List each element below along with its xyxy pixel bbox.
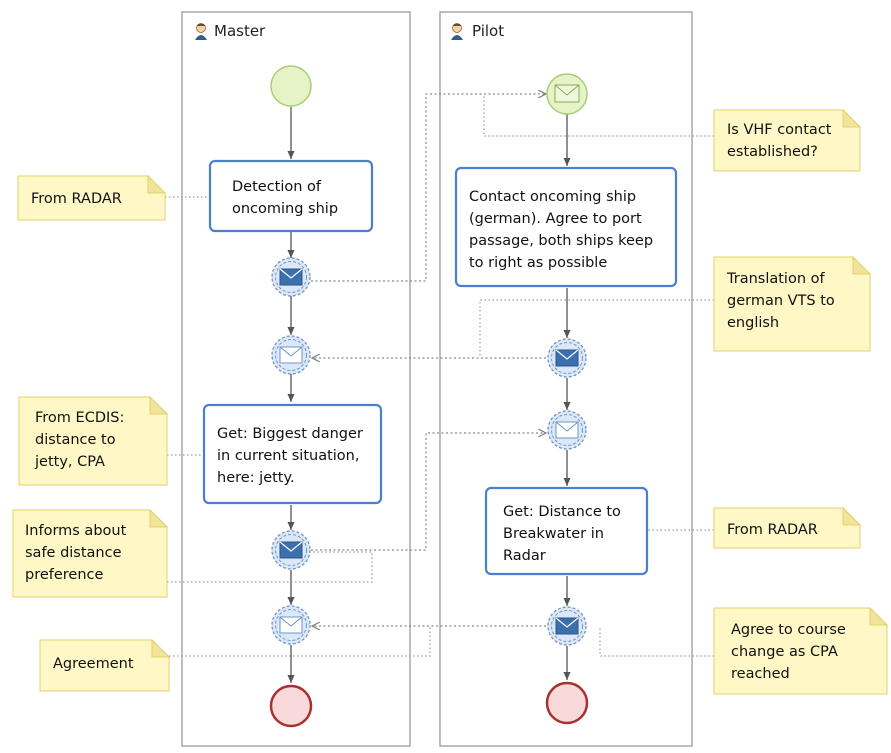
note-vhf-contact: Is VHF contact established? xyxy=(713,108,862,172)
note-text: distance to xyxy=(35,432,116,448)
note-text: Agreement xyxy=(53,656,134,672)
task-label: passage, both ships keep xyxy=(469,233,653,249)
note-text: Agree to course xyxy=(731,622,846,638)
task-label: Radar xyxy=(503,548,546,564)
task-label: Get: Biggest danger xyxy=(217,426,363,442)
note-text: Is VHF contact xyxy=(727,122,832,138)
note-text: preference xyxy=(25,567,104,583)
end-event-pilot xyxy=(545,681,589,725)
start-event-master xyxy=(270,65,312,107)
lane-title-pilot: Pilot xyxy=(472,22,504,40)
envelope-icon xyxy=(279,346,303,364)
task-label: oncoming ship xyxy=(232,201,338,217)
task-contact-oncoming-ship[interactable]: Contact oncoming ship (german). Agree to… xyxy=(454,166,678,288)
message-start-event-pilot xyxy=(546,73,588,115)
task-label: (german). Agree to port xyxy=(469,211,642,227)
task-label: here: jetty. xyxy=(217,470,295,486)
envelope-icon xyxy=(279,541,303,559)
note-text: english xyxy=(727,315,779,331)
note-text: safe distance xyxy=(25,545,122,561)
note-text: From ECDIS: xyxy=(35,410,124,426)
task-label: Breakwater in xyxy=(503,526,604,542)
note-from-radar-left: From RADAR xyxy=(17,174,167,221)
envelope-icon xyxy=(279,616,303,634)
message-catch-event-2 xyxy=(271,605,311,645)
note-text: reached xyxy=(731,666,790,682)
note-informs-about: Informs about safe distance preference xyxy=(12,508,169,598)
note-text: Translation of xyxy=(726,271,825,287)
note-text: established? xyxy=(727,144,818,160)
task-distance-to-breakwater[interactable]: Get: Distance to Breakwater in Radar xyxy=(484,486,649,576)
note-associations xyxy=(165,95,714,657)
envelope-icon xyxy=(555,349,579,367)
task-label: Detection of xyxy=(232,179,322,195)
lane-title-master: Master xyxy=(214,22,266,40)
message-throw-event-2 xyxy=(271,530,311,570)
note-text: change as CPA xyxy=(731,644,838,660)
envelope-icon xyxy=(554,84,580,103)
message-throw-event-4 xyxy=(547,606,587,646)
note-from-radar-right: From RADAR xyxy=(713,506,862,549)
note-text: Informs about xyxy=(25,523,127,539)
task-label: Contact oncoming ship xyxy=(469,189,636,205)
task-label: Get: Distance to xyxy=(503,504,621,520)
message-catch-event-3 xyxy=(547,410,587,450)
task-label: in current situation, xyxy=(217,448,359,464)
note-text: From RADAR xyxy=(31,191,122,207)
note-agreement: Agreement xyxy=(39,638,171,692)
note-text: jetty, CPA xyxy=(34,454,105,470)
end-event-master xyxy=(269,684,313,728)
note-text: From RADAR xyxy=(727,522,818,538)
envelope-icon xyxy=(279,268,303,286)
envelope-icon xyxy=(555,421,579,439)
person-icon xyxy=(451,23,463,40)
message-throw-event-3 xyxy=(547,338,587,378)
note-from-ecdis: From ECDIS: distance to jetty, CPA xyxy=(18,395,169,486)
note-text: german VTS to xyxy=(727,293,835,309)
note-agree-to-course: Agree to course change as CPA reached xyxy=(713,606,889,695)
message-catch-event-1 xyxy=(271,335,311,375)
task-label: to right as possible xyxy=(469,255,607,271)
task-detection[interactable]: Detection of oncoming ship xyxy=(208,159,374,233)
task-biggest-danger[interactable]: Get: Biggest danger in current situation… xyxy=(202,403,383,505)
message-flows xyxy=(311,94,546,626)
person-icon xyxy=(195,23,207,40)
note-translation: Translation of german VTS to english xyxy=(713,255,872,352)
envelope-icon xyxy=(555,617,579,635)
message-throw-event-1 xyxy=(271,257,311,297)
